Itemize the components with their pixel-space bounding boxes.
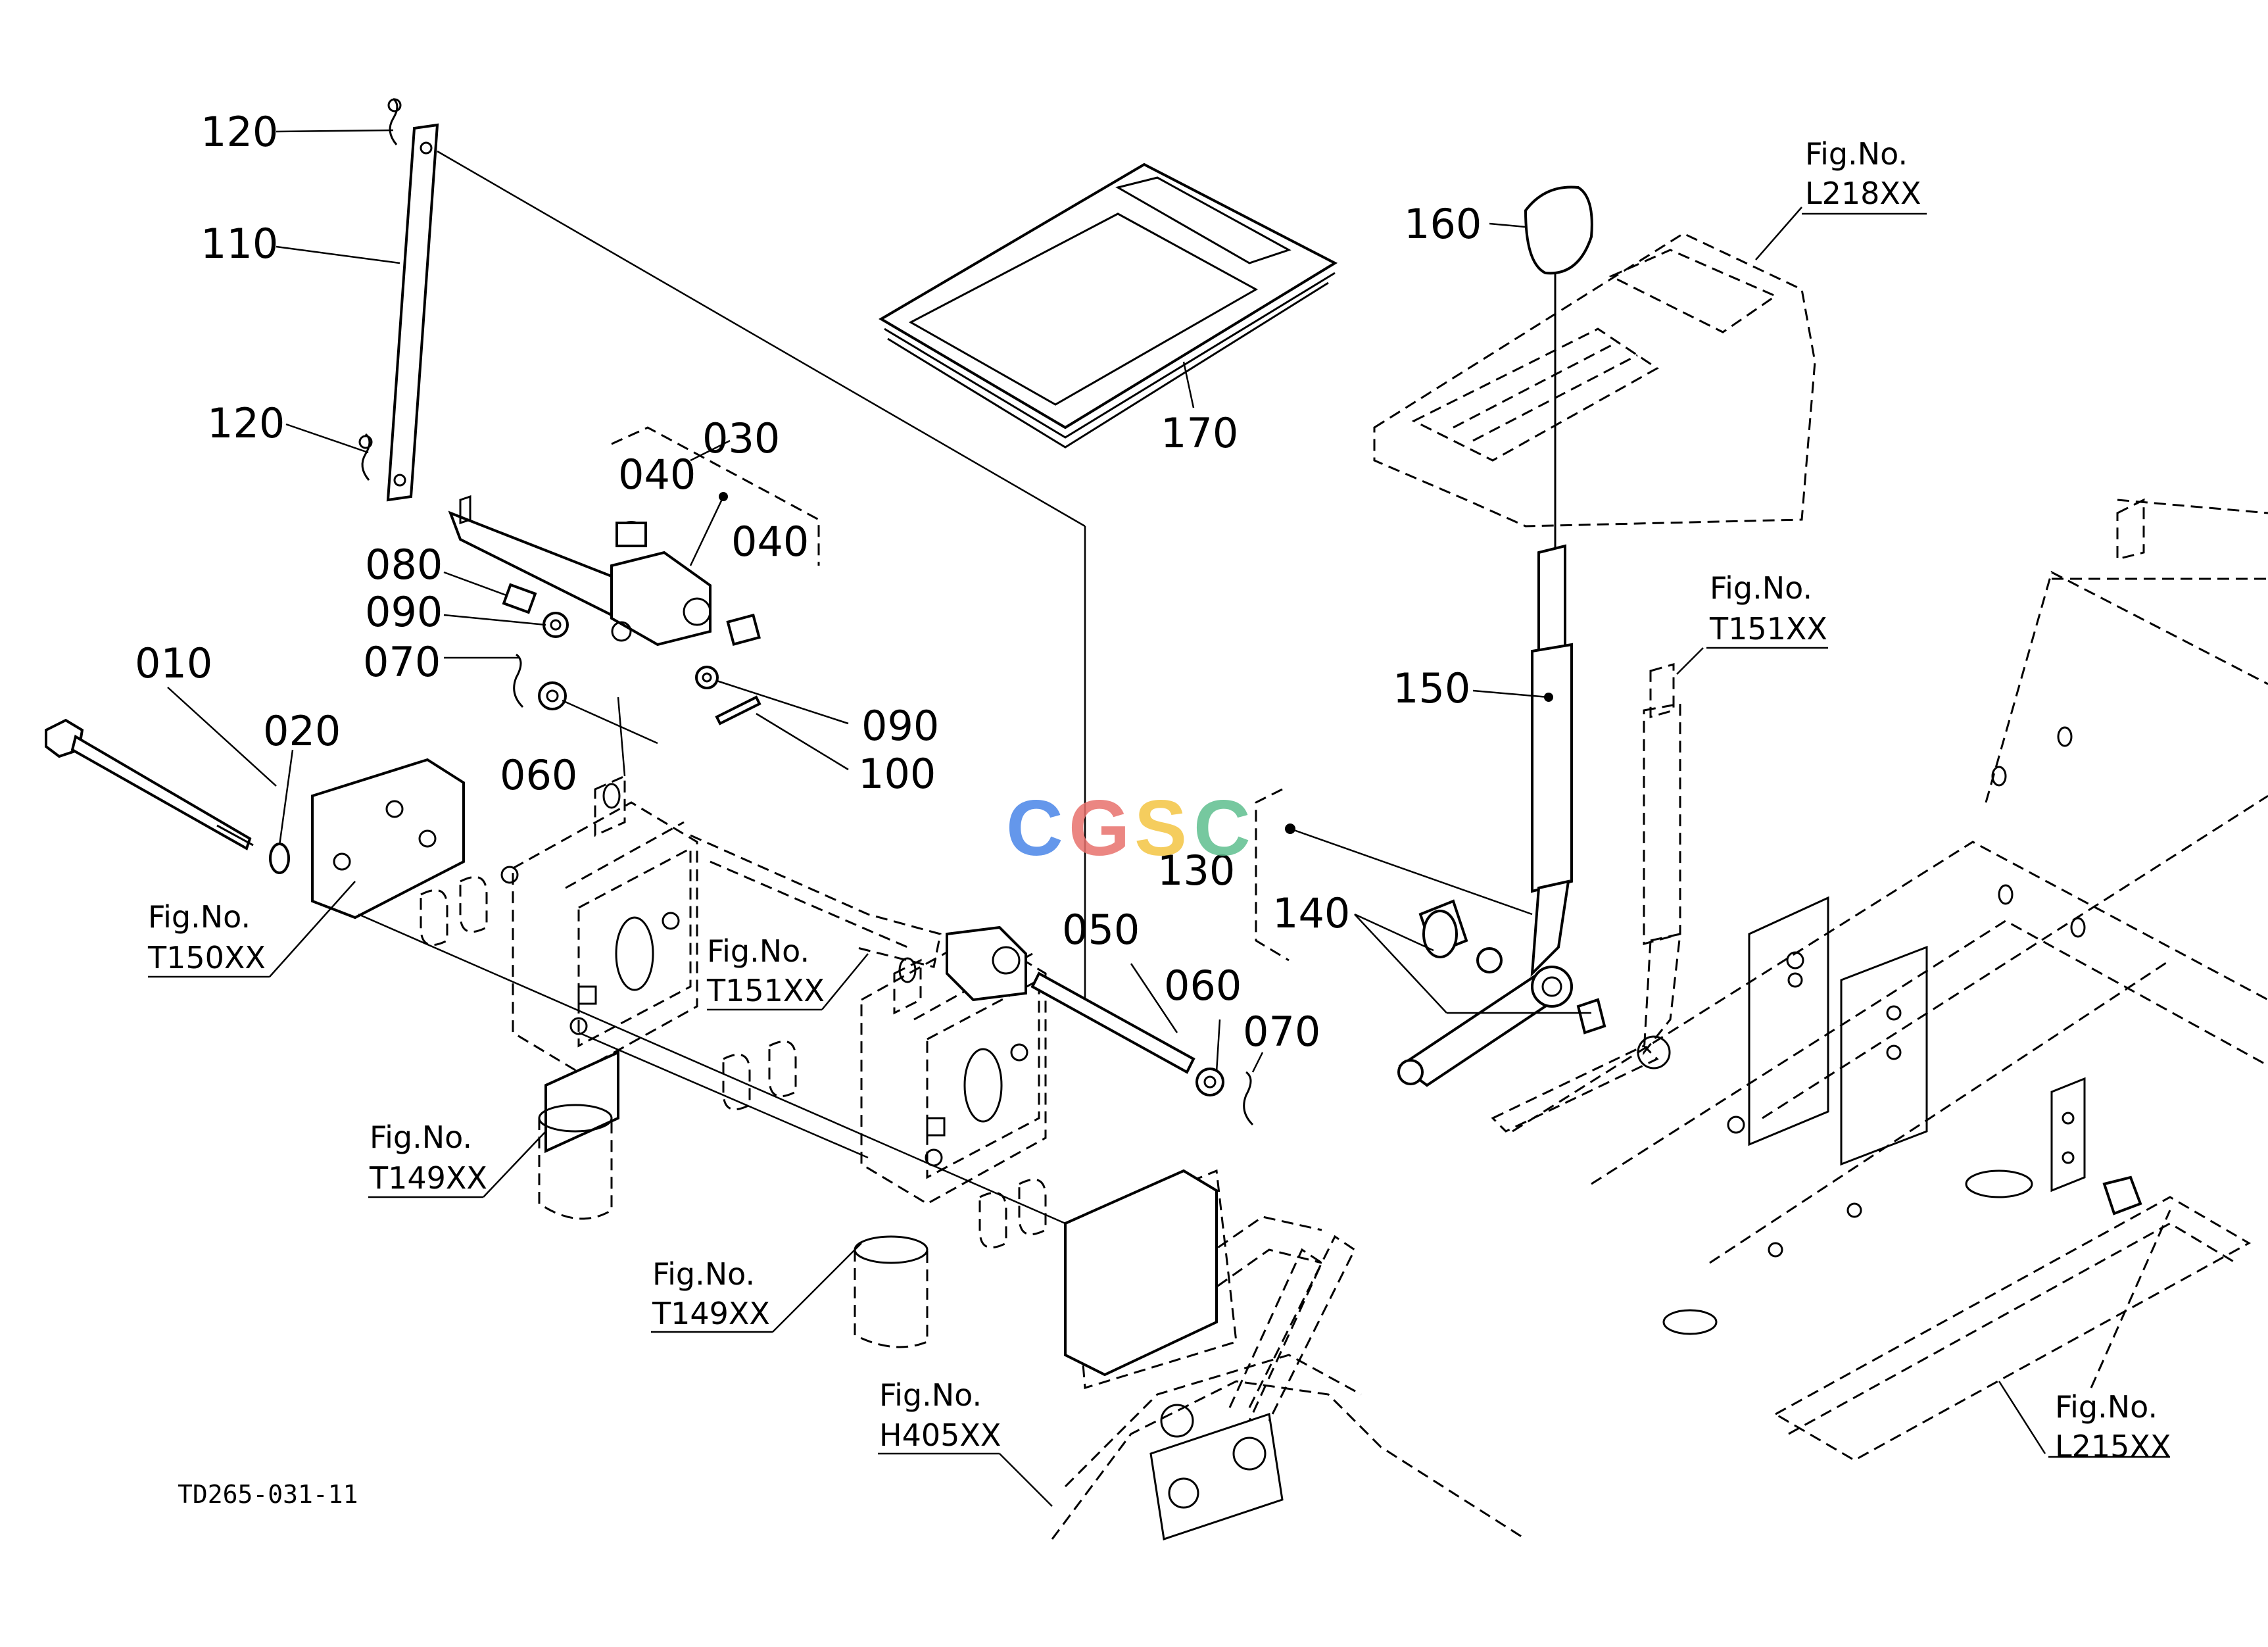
leader-lines — [167, 129, 1264, 1073]
lever-linkage-140 — [1354, 899, 1606, 1087]
label-040-a: 040 — [618, 451, 696, 499]
label-150: 150 — [1393, 664, 1470, 712]
watermark-letter-2: G — [1069, 784, 1130, 872]
second-lever — [1491, 647, 1704, 1133]
label-040-b: 040 — [731, 518, 809, 566]
figref-t150-line2: T150XX — [147, 940, 266, 975]
label-090-b: 090 — [861, 702, 939, 750]
label-010: 010 — [135, 639, 212, 687]
shaft-050 — [1030, 971, 1254, 1126]
figref-t149b-line2: T149XX — [652, 1296, 770, 1331]
washer-090-a — [543, 612, 569, 638]
label-060-a: 060 — [500, 751, 577, 799]
label-070-b: 070 — [1243, 1008, 1320, 1056]
label-030: 030 — [702, 414, 780, 462]
label-060-b: 060 — [1164, 962, 1242, 1010]
pin-100 — [715, 695, 761, 725]
bush-040-a — [615, 521, 647, 547]
bracket-130 — [1255, 788, 1533, 962]
figref-l215-line1: Fig.No. — [2055, 1389, 2158, 1425]
figref-l215-line2: L215XX — [2055, 1429, 2171, 1464]
label-100: 100 — [858, 750, 936, 798]
figref-t151b-line1: Fig.No. — [707, 933, 809, 969]
frame-floor — [1512, 499, 2268, 1462]
label-120-bottom: 120 — [207, 399, 285, 447]
bush-040-b — [726, 613, 761, 646]
bracket-030 — [611, 426, 820, 566]
label-070-a: 070 — [363, 638, 441, 686]
label-160: 160 — [1404, 200, 1482, 248]
figure-refs: Fig.No. L218XX Fig.No. T151XX Fig.No. T1… — [147, 136, 2171, 1464]
figref-t149a-line2: T149XX — [369, 1160, 487, 1196]
figref-t151b-line2: T151XX — [706, 973, 825, 1008]
figref-h405-line2: H405XX — [879, 1417, 1001, 1453]
figref-l218-line2: L218XX — [1805, 176, 1921, 211]
figref-t150-line1: Fig.No. — [148, 899, 251, 935]
control-valve-1 — [512, 697, 698, 1220]
figref-t149b-line1: Fig.No. — [652, 1256, 755, 1292]
lever-150 — [1472, 544, 1573, 977]
label-090-a: 090 — [365, 588, 443, 636]
operation-manual-170 — [879, 162, 1338, 449]
drawing-code: TD265-031-11 — [178, 1480, 358, 1509]
r-pin-120-top — [387, 97, 402, 145]
washer-020 — [269, 843, 290, 874]
label-020: 020 — [263, 707, 341, 755]
watermark-letter-4: C — [1194, 784, 1251, 872]
right-bracket-plates — [1748, 498, 2145, 1216]
end-plate-2 — [358, 913, 1218, 1377]
watermark-logo: C G S C — [1006, 784, 1251, 872]
figref-h405-line1: Fig.No. — [879, 1377, 982, 1413]
figref-t149a-line1: Fig.No. — [370, 1119, 472, 1155]
figref-l218-line1: Fig.No. — [1805, 136, 1908, 172]
r-pin-070-a — [513, 653, 524, 708]
console-cover — [1373, 207, 1816, 528]
end-plate — [311, 758, 519, 946]
washer-060-a — [538, 681, 567, 710]
label-110: 110 — [201, 220, 278, 268]
label-050: 050 — [1062, 906, 1140, 954]
figure-ref-leaders — [148, 212, 2170, 1507]
washer-090-b — [695, 666, 719, 689]
part-labels: 120 110 120 030 040 040 080 090 070 010 … — [135, 108, 1482, 1056]
knob-160 — [1489, 185, 1593, 553]
bolt-010 — [45, 718, 254, 850]
watermark-letter-3: S — [1134, 784, 1187, 872]
label-140: 140 — [1272, 889, 1350, 937]
watermark-letter-1: C — [1006, 784, 1063, 872]
valve-lever-bracket — [448, 495, 1027, 1002]
figref-t151a-line1: Fig.No. — [1710, 570, 1812, 606]
control-valve-2 — [854, 933, 1047, 1348]
figref-t151a-line2: T151XX — [1709, 611, 1827, 647]
r-pin-120-bottom — [358, 433, 373, 481]
bolt-080 — [502, 583, 537, 614]
label-120-top: 120 — [201, 108, 278, 156]
label-080: 080 — [365, 541, 443, 589]
link-rod-110 — [386, 123, 1086, 1013]
label-130: 130 — [1157, 847, 1235, 895]
label-170: 170 — [1161, 409, 1238, 457]
